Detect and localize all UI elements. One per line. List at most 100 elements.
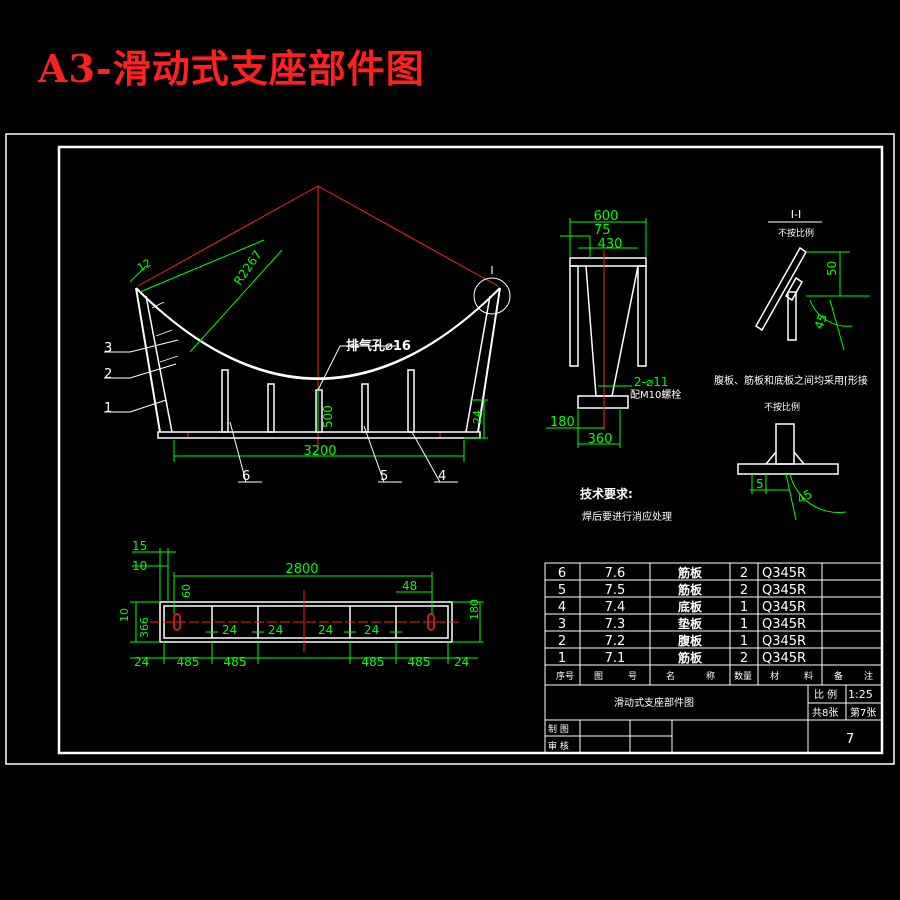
section-dim-50: 50 bbox=[825, 261, 839, 276]
bom-cell-drawing: 7.1 bbox=[605, 651, 626, 666]
plan-dim-2800: 2800 bbox=[285, 562, 318, 577]
bom-header-zhu: 注 bbox=[864, 670, 873, 682]
bom-cell-qty: 1 bbox=[740, 617, 748, 632]
bom-cell-qty: 1 bbox=[740, 600, 748, 615]
plan-view: 15 10 2800 48 10 366 60 180 24 24 24 24 … bbox=[118, 539, 484, 669]
side-dim-75: 75 bbox=[594, 223, 611, 238]
bom-cell-drawing: 7.4 bbox=[605, 600, 626, 615]
bom-cell-no: 5 bbox=[558, 583, 566, 598]
edge-label: 12 bbox=[135, 256, 154, 274]
checked-by: 审 核 bbox=[548, 740, 569, 752]
bom-cell-drawing: 7.6 bbox=[605, 566, 626, 581]
plan-mid-24-d: 24 bbox=[364, 623, 379, 637]
leader-4: 4 bbox=[438, 469, 446, 484]
leader-1: 1 bbox=[104, 401, 112, 416]
bom-header-cai: 材 bbox=[770, 670, 779, 682]
plan-dim-48: 48 bbox=[402, 579, 417, 593]
bom-cell-no: 2 bbox=[558, 634, 566, 649]
bom-header-qty: 数量 bbox=[734, 670, 752, 682]
weld-subtitle: 不按比例 bbox=[764, 401, 800, 413]
plan-mid-24-b: 24 bbox=[268, 623, 283, 637]
bom-header-cheng: 称 bbox=[706, 670, 715, 682]
plan-bottom-24-r: 24 bbox=[454, 655, 469, 669]
plan-dim-10-left: 10 bbox=[118, 608, 131, 622]
tech-heading: 技术要求: bbox=[580, 486, 633, 501]
bom-cell-no: 1 bbox=[558, 651, 566, 666]
side-dim-180: 180 bbox=[550, 415, 575, 430]
weld-note: 腹板、筋板和底板之间均采用⌈形接 bbox=[714, 374, 868, 387]
scale-label: 比 例 bbox=[814, 688, 837, 701]
bom-cell-material: Q345R bbox=[762, 566, 806, 581]
bolt-label: 配M10螺栓 bbox=[630, 388, 681, 401]
bom-cell-name: 筋板 bbox=[677, 565, 703, 580]
plan-dim-366: 366 bbox=[138, 617, 151, 638]
side-dim-600: 600 bbox=[594, 209, 619, 224]
plan-dim-15: 15 bbox=[132, 539, 147, 553]
bom-cell-material: Q345R bbox=[762, 617, 806, 632]
side-view: 600 75 430 180 360 2-⌀11 配M10螺栓 bbox=[546, 209, 681, 448]
total-sheets: 共8张 bbox=[812, 707, 838, 719]
tech-text: 焊后要进行消应处理 bbox=[582, 510, 672, 523]
bom-cell-drawing: 7.2 bbox=[605, 634, 626, 649]
bom-cell-material: Q345R bbox=[762, 600, 806, 615]
plan-bottom-485-2: 485 bbox=[224, 655, 247, 669]
plan-dim-10-top: 10 bbox=[132, 559, 147, 573]
sheet-no-label: 第7张 bbox=[850, 706, 876, 719]
bom-header-no: 序号 bbox=[556, 670, 574, 682]
section-view: I-I 不按比例 50 45 bbox=[755, 208, 870, 351]
weld-dim-5: 5 bbox=[756, 477, 764, 491]
hole-label: 2-⌀11 bbox=[634, 375, 668, 389]
bom-cell-qty: 2 bbox=[740, 651, 748, 666]
section-dim-45: 45 bbox=[812, 312, 830, 331]
bom-cell-drawing: 7.5 bbox=[605, 583, 626, 598]
scale-value: 1:25 bbox=[848, 688, 873, 701]
plan-bottom-485-4: 485 bbox=[408, 655, 431, 669]
bom-header-tu: 图 bbox=[594, 671, 603, 682]
leader-6: 6 bbox=[242, 469, 250, 484]
title-block-name: 滑动式支座部件图 bbox=[614, 696, 694, 709]
bom-cell-name: 垫板 bbox=[678, 616, 703, 631]
plan-bottom-485-1: 485 bbox=[177, 655, 200, 669]
bom-cell-drawing: 7.3 bbox=[605, 617, 626, 632]
plan-dim-60: 60 bbox=[180, 584, 193, 598]
section-subtitle: 不按比例 bbox=[778, 227, 814, 239]
bom-cell-qty: 2 bbox=[740, 583, 748, 598]
bom-cell-no: 4 bbox=[558, 600, 566, 615]
drawn-by: 制 图 bbox=[548, 723, 569, 735]
bom-cell-material: Q345R bbox=[762, 651, 806, 666]
bom-cell-name: 底板 bbox=[678, 599, 703, 614]
detail-marker: I bbox=[490, 264, 493, 277]
leader-3: 3 bbox=[104, 341, 112, 356]
bom-cell-material: Q345R bbox=[762, 634, 806, 649]
bom-header-hao: 号 bbox=[628, 671, 637, 682]
bom-header-bei: 备 bbox=[834, 670, 843, 682]
plan-bottom-485-3: 485 bbox=[362, 655, 385, 669]
plan-dim-180: 180 bbox=[468, 599, 481, 620]
leader-5: 5 bbox=[380, 469, 388, 484]
bom-cell-no: 6 bbox=[558, 566, 566, 581]
leader-2: 2 bbox=[104, 367, 112, 382]
inner-frame bbox=[57, 145, 884, 755]
radius-label: R2267 bbox=[231, 248, 265, 288]
plan-mid-24-c: 24 bbox=[318, 623, 333, 637]
vent-label: 排气孔⌀16 bbox=[346, 338, 411, 354]
bom-header-ming: 名 bbox=[666, 670, 675, 682]
bom-cell-material: Q345R bbox=[762, 583, 806, 598]
weld-dim-45: 45 bbox=[795, 487, 815, 507]
height-label: 500 bbox=[321, 405, 335, 428]
side-dim-360: 360 bbox=[588, 432, 613, 447]
plan-bottom-24-l: 24 bbox=[134, 655, 149, 669]
plan-mid-24-a: 24 bbox=[222, 623, 237, 637]
bom-cell-name: 筋板 bbox=[677, 582, 703, 597]
width-label: 3200 bbox=[303, 444, 336, 459]
bom-cell-no: 3 bbox=[558, 617, 566, 632]
drawing-title: A3-滑动式支座部件图 bbox=[38, 46, 425, 91]
bom-header-liao: 料 bbox=[804, 670, 813, 682]
outer-frame bbox=[5, 133, 895, 765]
side-dim-430: 430 bbox=[598, 237, 623, 252]
bom-cell-name: 筋板 bbox=[677, 650, 703, 665]
leg-height-label: 24 bbox=[471, 410, 484, 424]
bom-cell-qty: 2 bbox=[740, 566, 748, 581]
